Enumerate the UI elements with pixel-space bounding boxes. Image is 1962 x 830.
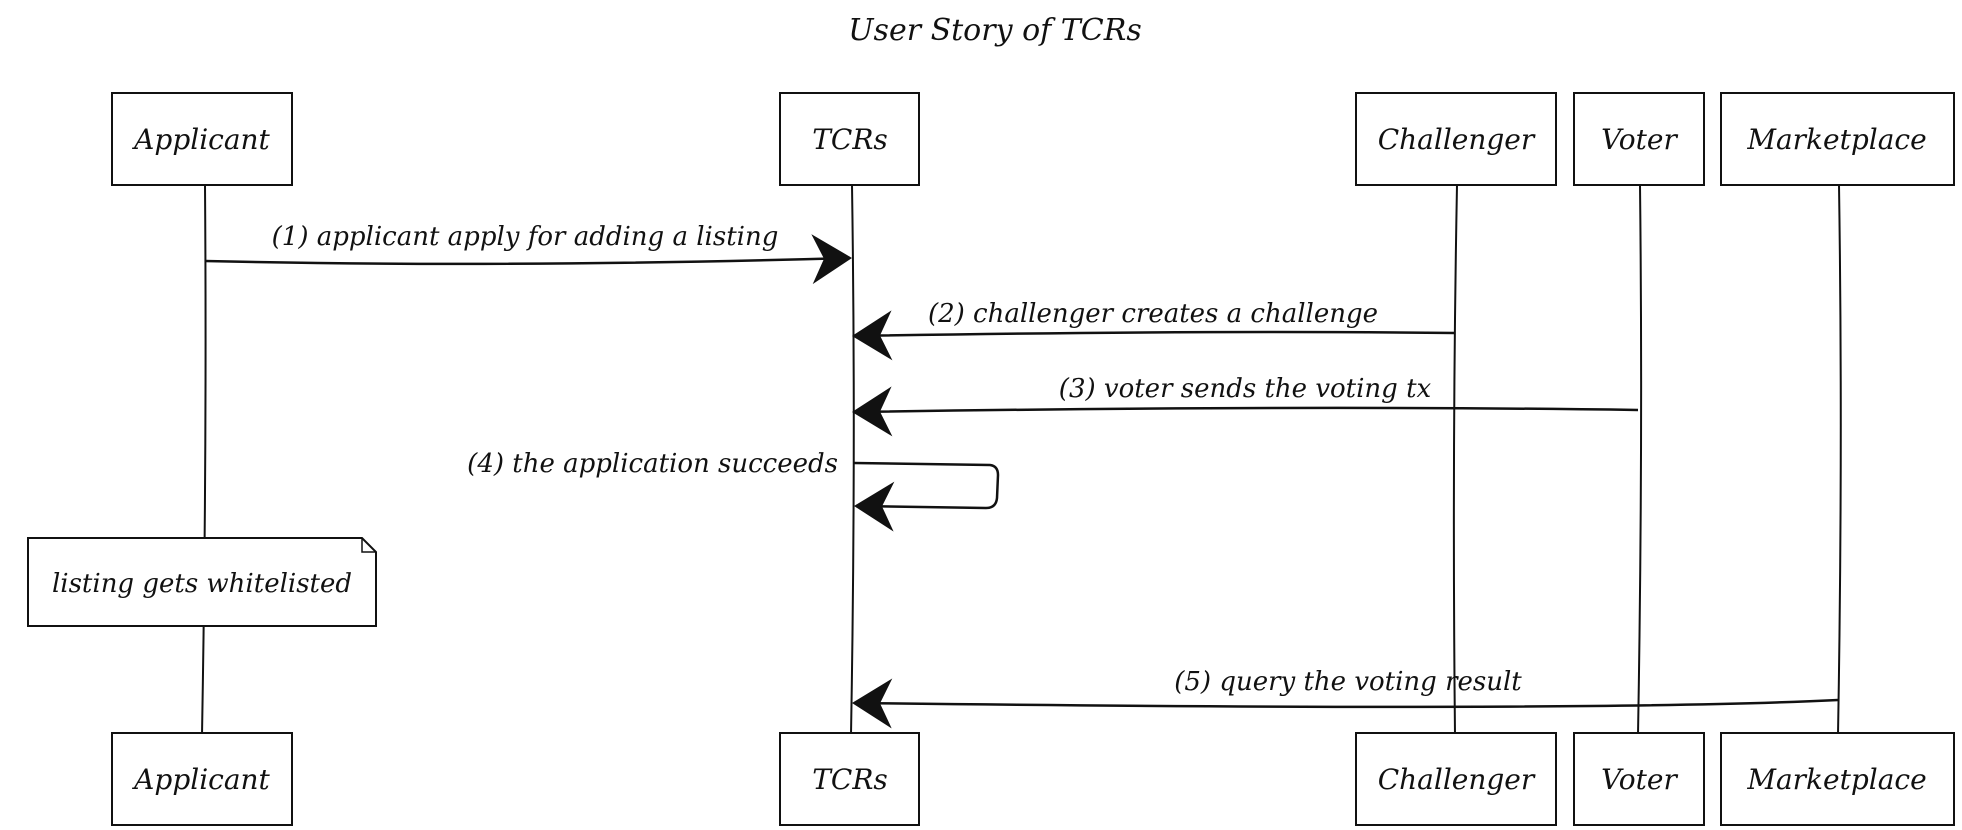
message-5: (5) query the voting result [852,667,1839,729]
message-2: (2) challenger creates a challenge [852,299,1456,361]
lifeline-marketplace [1837,184,1842,736]
message-label: (4) the application succeeds [467,449,838,479]
participant-tcrs-bottom: TCRs [779,732,920,826]
message-arrow [204,234,852,285]
message-label: (1) applicant apply for adding a listing [272,222,779,252]
participant-label: Marketplace [1746,123,1926,156]
message-arrow [852,310,1456,361]
message-arrow [852,678,1839,729]
message-4-self: (4) the application succeeds [467,449,1000,532]
note-listing-whitelisted: listing gets whitelisted [27,537,377,627]
participants-top: Applicant TCRs Challenger Voter Marketpl… [111,92,1955,186]
participant-marketplace-top: Marketplace [1720,92,1955,186]
lifeline-applicant [201,184,207,736]
participant-marketplace-bottom: Marketplace [1720,732,1955,826]
message-label: (2) challenger creates a challenge [928,299,1378,329]
participant-label: Applicant [131,123,270,156]
lifeline-voter [1637,184,1643,736]
participant-voter-top: Voter [1573,92,1705,186]
participants-bottom: Applicant TCRs Challenger Voter Marketpl… [111,732,1955,826]
lifelines [201,184,1842,736]
message-label: (5) query the voting result [1174,667,1522,697]
message-1: (1) applicant apply for adding a listing [204,222,852,285]
participant-label: Marketplace [1746,763,1926,796]
participant-label: Challenger [1378,123,1536,156]
participant-label: TCRs [812,763,888,796]
participant-label: Applicant [131,763,270,796]
message-label: (3) voter sends the voting tx [1059,374,1432,404]
lifeline-tcrs [850,184,855,736]
participant-applicant-top: Applicant [111,92,293,186]
lifeline-challenger [1452,184,1458,736]
message-arrow [853,461,1000,532]
participant-voter-bottom: Voter [1573,732,1705,826]
participant-challenger-top: Challenger [1355,92,1557,186]
participant-applicant-bottom: Applicant [111,732,293,826]
participant-tcrs-top: TCRs [779,92,920,186]
participant-label: Voter [1601,763,1678,796]
participant-label: Challenger [1378,763,1536,796]
note-label: listing gets whitelisted [52,569,352,599]
participant-label: Voter [1601,123,1678,156]
participant-challenger-bottom: Challenger [1355,732,1557,826]
participant-label: TCRs [812,123,888,156]
diagram-title: User Story of TCRs [848,13,1141,48]
message-3: (3) voter sends the voting tx [852,374,1639,437]
message-arrow [852,386,1639,437]
messages: (1) applicant apply for adding a listing… [204,222,1839,729]
